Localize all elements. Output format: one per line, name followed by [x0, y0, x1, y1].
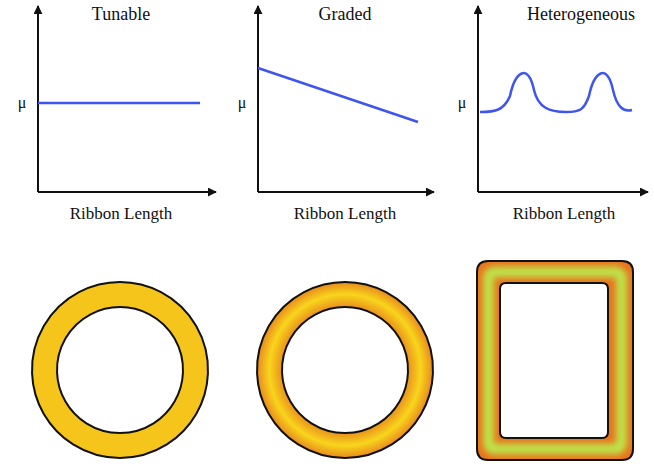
graded-ring — [257, 282, 433, 458]
heterogeneous-curve — [480, 73, 632, 112]
axis-symbol: μ — [458, 94, 467, 112]
heterogeneous-frame-fill — [477, 261, 633, 460]
panel-title: Graded — [319, 5, 372, 25]
frame-outer-outline — [477, 261, 633, 460]
x-axis — [38, 191, 216, 193]
y-axis — [477, 6, 479, 192]
panel-title: Heterogeneous — [527, 5, 635, 25]
x-axis — [478, 191, 648, 193]
axis-label: Ribbon Length — [294, 205, 396, 224]
uniform-ring — [32, 282, 208, 458]
panel-title: Tunable — [92, 5, 150, 25]
axis-label: Ribbon Length — [70, 205, 172, 224]
constant-curve — [38, 102, 200, 105]
frame-inner-outline — [500, 283, 608, 438]
axis-label: Ribbon Length — [513, 205, 615, 224]
y-axis — [37, 6, 39, 192]
heterogeneous-frame-band — [489, 272, 622, 449]
axis-symbol: μ — [238, 94, 247, 112]
graded-curve — [258, 68, 418, 122]
axis-symbol: μ — [18, 94, 27, 112]
x-axis — [258, 191, 434, 193]
y-axis — [257, 6, 259, 192]
